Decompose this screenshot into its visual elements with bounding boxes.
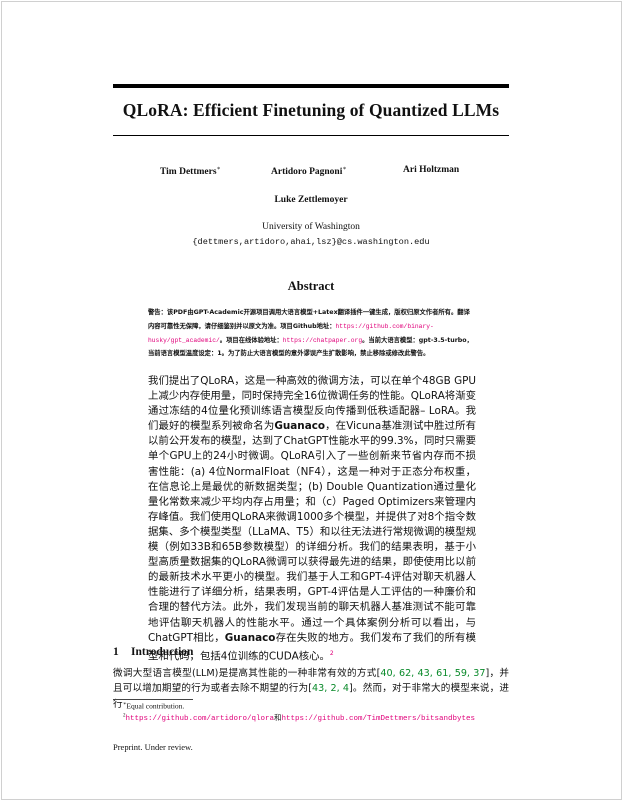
author-1: Tim Dettmers∗ bbox=[160, 166, 221, 178]
footnote-rule bbox=[113, 699, 193, 700]
introduction-text: 微调大型语言模型(LLM)是提高其性能的一种非常有效的方式[40, 62, 43… bbox=[113, 668, 509, 710]
abstract-heading: Abstract bbox=[287, 279, 335, 293]
author-2: Artidoro Pagnoni∗ bbox=[271, 166, 347, 178]
affiliation: University of Washington bbox=[262, 222, 360, 232]
github-link[interactable]: https://github.com/binary-husky/gpt_acad… bbox=[148, 322, 434, 344]
chatpaper-link[interactable]: https://chatpaper.org bbox=[282, 336, 363, 344]
footnote-ref[interactable]: 2 bbox=[329, 649, 334, 657]
paper-title: QLoRA: Efficient Finetuning of Quantized… bbox=[122, 100, 500, 120]
author-3: Ari Holtzman bbox=[403, 165, 460, 175]
bitsandbytes-repo-link[interactable]: https://github.com/TimDettmers/bitsandby… bbox=[281, 715, 476, 723]
footnote-2: 2https://github.com/artidoro/qlora和https… bbox=[123, 713, 476, 723]
abstract-body: 我们提出了QLoRA，这是一种高效的微调方法，可以在单个48GB GPU上减少内… bbox=[148, 375, 476, 663]
author-emails: {dettmers,artidoro,ahai,lsz}@cs.washingt… bbox=[192, 237, 430, 247]
footnote-1: ∗Equal contribution. bbox=[123, 701, 185, 711]
translation-warning: 警告：该PDF由GPT-Academic开源项目调用大语言模型+Latex翻译插… bbox=[148, 309, 473, 358]
qlora-repo-link[interactable]: https://github.com/artidoro/qlora bbox=[125, 715, 275, 723]
citation-group-1[interactable]: 40, 62, 43, 61, 59, 37 bbox=[380, 668, 486, 679]
title-top-rule bbox=[113, 84, 509, 88]
author-4: Luke Zettlemoyer bbox=[274, 195, 348, 205]
preprint-footer: Preprint. Under review. bbox=[113, 742, 193, 752]
title-bottom-rule bbox=[113, 135, 509, 136]
citation-group-2[interactable]: 43, 2, 4 bbox=[312, 683, 350, 695]
